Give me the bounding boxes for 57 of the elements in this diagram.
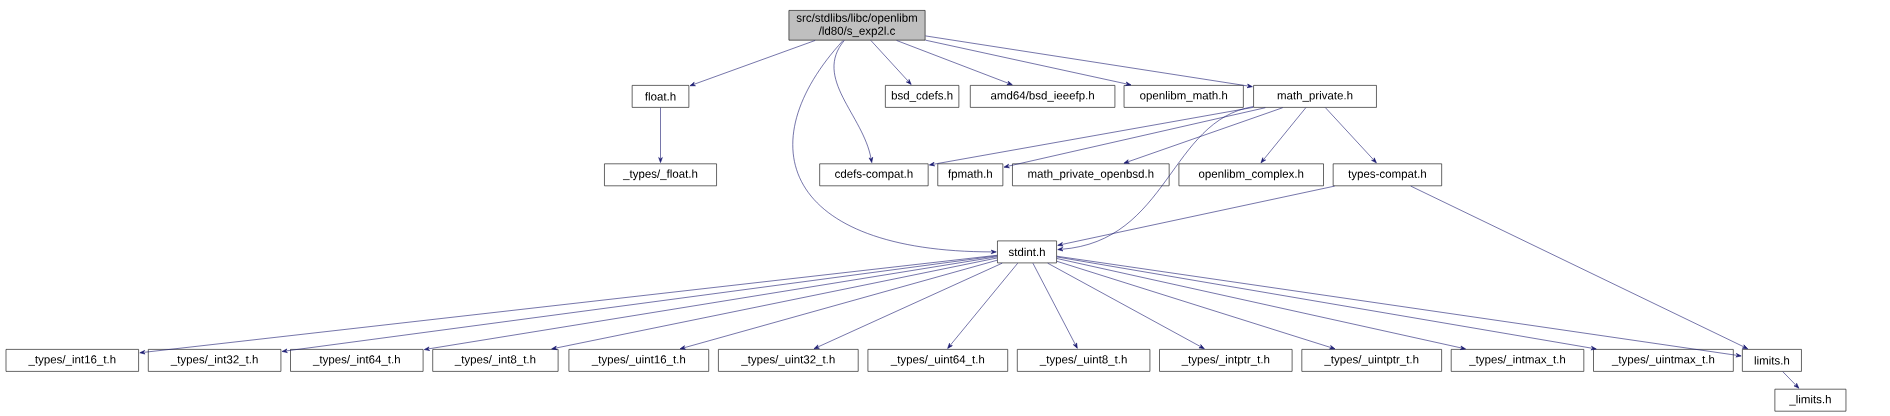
arrow	[1056, 261, 1336, 350]
arrow	[1260, 107, 1307, 164]
file-box: _types/_uint64_t.h	[867, 349, 1008, 372]
file-box: _types/_float.h	[604, 163, 717, 187]
arrow	[1003, 107, 1266, 169]
arrow	[929, 107, 1254, 167]
arrow	[1032, 262, 1078, 349]
file-box: amd64/bsd_ieeefp.h	[970, 85, 1116, 108]
arrow	[870, 40, 912, 85]
file-box: cdefs-compat.h	[819, 163, 929, 187]
file-box: openlibm_math.h	[1123, 85, 1244, 108]
file-box: math_private_openbsd.h	[1012, 163, 1170, 187]
arrow	[1056, 255, 1742, 358]
file-box: openlibm_complex.h	[1178, 163, 1324, 187]
file-box: _types/_int16_t.h	[5, 349, 139, 372]
file-box: _types/_intptr_t.h	[1159, 349, 1293, 372]
file-box: types-compat.h	[1332, 163, 1442, 187]
arrow	[658, 107, 663, 163]
arrow	[925, 39, 1132, 86]
file-box: _limits.h	[1774, 388, 1847, 412]
arrow	[813, 262, 1003, 350]
file-box: limits.h	[1742, 349, 1802, 372]
arrow	[1325, 107, 1377, 164]
file-box: fpmath.h	[937, 163, 1004, 187]
arrow	[947, 262, 1019, 349]
file-box: bsd_cdefs.h	[885, 85, 960, 108]
arrow	[1056, 258, 1466, 350]
arrow	[1410, 185, 1748, 349]
arrow	[1123, 107, 1283, 164]
arrow	[792, 40, 997, 255]
arrow	[1057, 106, 1254, 252]
file-box: _types/_uintmax_t.h	[1593, 349, 1734, 372]
file-box: _types/_uintptr_t.h	[1301, 349, 1442, 372]
arrow	[896, 40, 1013, 86]
arrow	[1057, 185, 1335, 247]
file-box: src/stdlibs/libc/openlibm /ld80/s_exp2l.c	[788, 10, 926, 41]
arrow	[1782, 371, 1800, 389]
arrow	[1047, 262, 1205, 349]
arrow	[1056, 256, 1597, 351]
file-box: _types/_uint8_t.h	[1017, 349, 1151, 372]
file-box: _types/_intmax_t.h	[1450, 349, 1585, 372]
file-box: math_private.h	[1253, 85, 1377, 108]
arrow	[551, 257, 998, 350]
file-box: stdint.h	[997, 240, 1057, 264]
arrow	[689, 40, 816, 87]
arrow	[925, 35, 1253, 88]
arrow	[679, 259, 998, 350]
file-box: _types/_uint16_t.h	[568, 349, 709, 372]
arrow	[281, 255, 998, 353]
arrow	[424, 256, 998, 351]
file-box: _types/_int32_t.h	[148, 349, 282, 372]
file-box: _types/_int8_t.h	[432, 349, 559, 372]
file-box: _types/_int64_t.h	[290, 349, 424, 372]
file-box: float.h	[631, 85, 690, 108]
arrow	[139, 254, 998, 355]
arrow	[833, 40, 873, 163]
file-box: _types/_uint32_t.h	[718, 349, 859, 372]
